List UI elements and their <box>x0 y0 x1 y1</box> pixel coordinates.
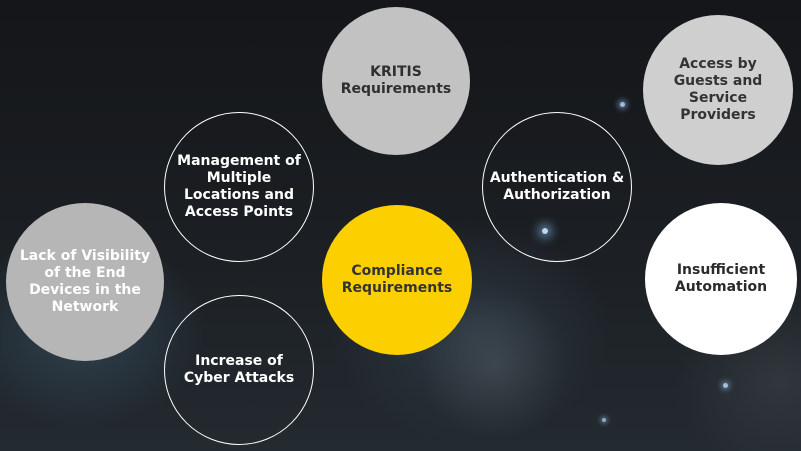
node-label: Authentication & Authorization <box>489 170 625 203</box>
node-label: Lack of Visibility of the End Devices in… <box>19 248 151 315</box>
node-label: Insufficient Automation <box>674 262 768 295</box>
node-label: Compliance Requirements <box>341 263 453 296</box>
cyber-attacks-node: Increase of Cyber Attacks <box>164 295 314 445</box>
bokeh-light <box>602 418 606 422</box>
access-guests-node: Access by Guests and Service Providers <box>643 15 793 165</box>
insufficient-automation-node: Insufficient Automation <box>645 203 797 355</box>
compliance-requirements-node: Compliance Requirements <box>322 205 472 355</box>
kritis-requirements-node: KRITIS Requirements <box>322 7 470 155</box>
management-locations-node: Management of Multiple Locations and Acc… <box>164 112 314 262</box>
node-label: KRITIS Requirements <box>340 64 452 97</box>
node-label: Increase of Cyber Attacks <box>183 353 295 386</box>
node-label: Access by Guests and Service Providers <box>673 56 763 123</box>
bokeh-light <box>723 383 728 388</box>
bokeh-light <box>620 102 625 107</box>
authentication-authorization-node: Authentication & Authorization <box>482 112 632 262</box>
node-label: Management of Multiple Locations and Acc… <box>177 153 301 220</box>
lack-visibility-node: Lack of Visibility of the End Devices in… <box>6 203 164 361</box>
